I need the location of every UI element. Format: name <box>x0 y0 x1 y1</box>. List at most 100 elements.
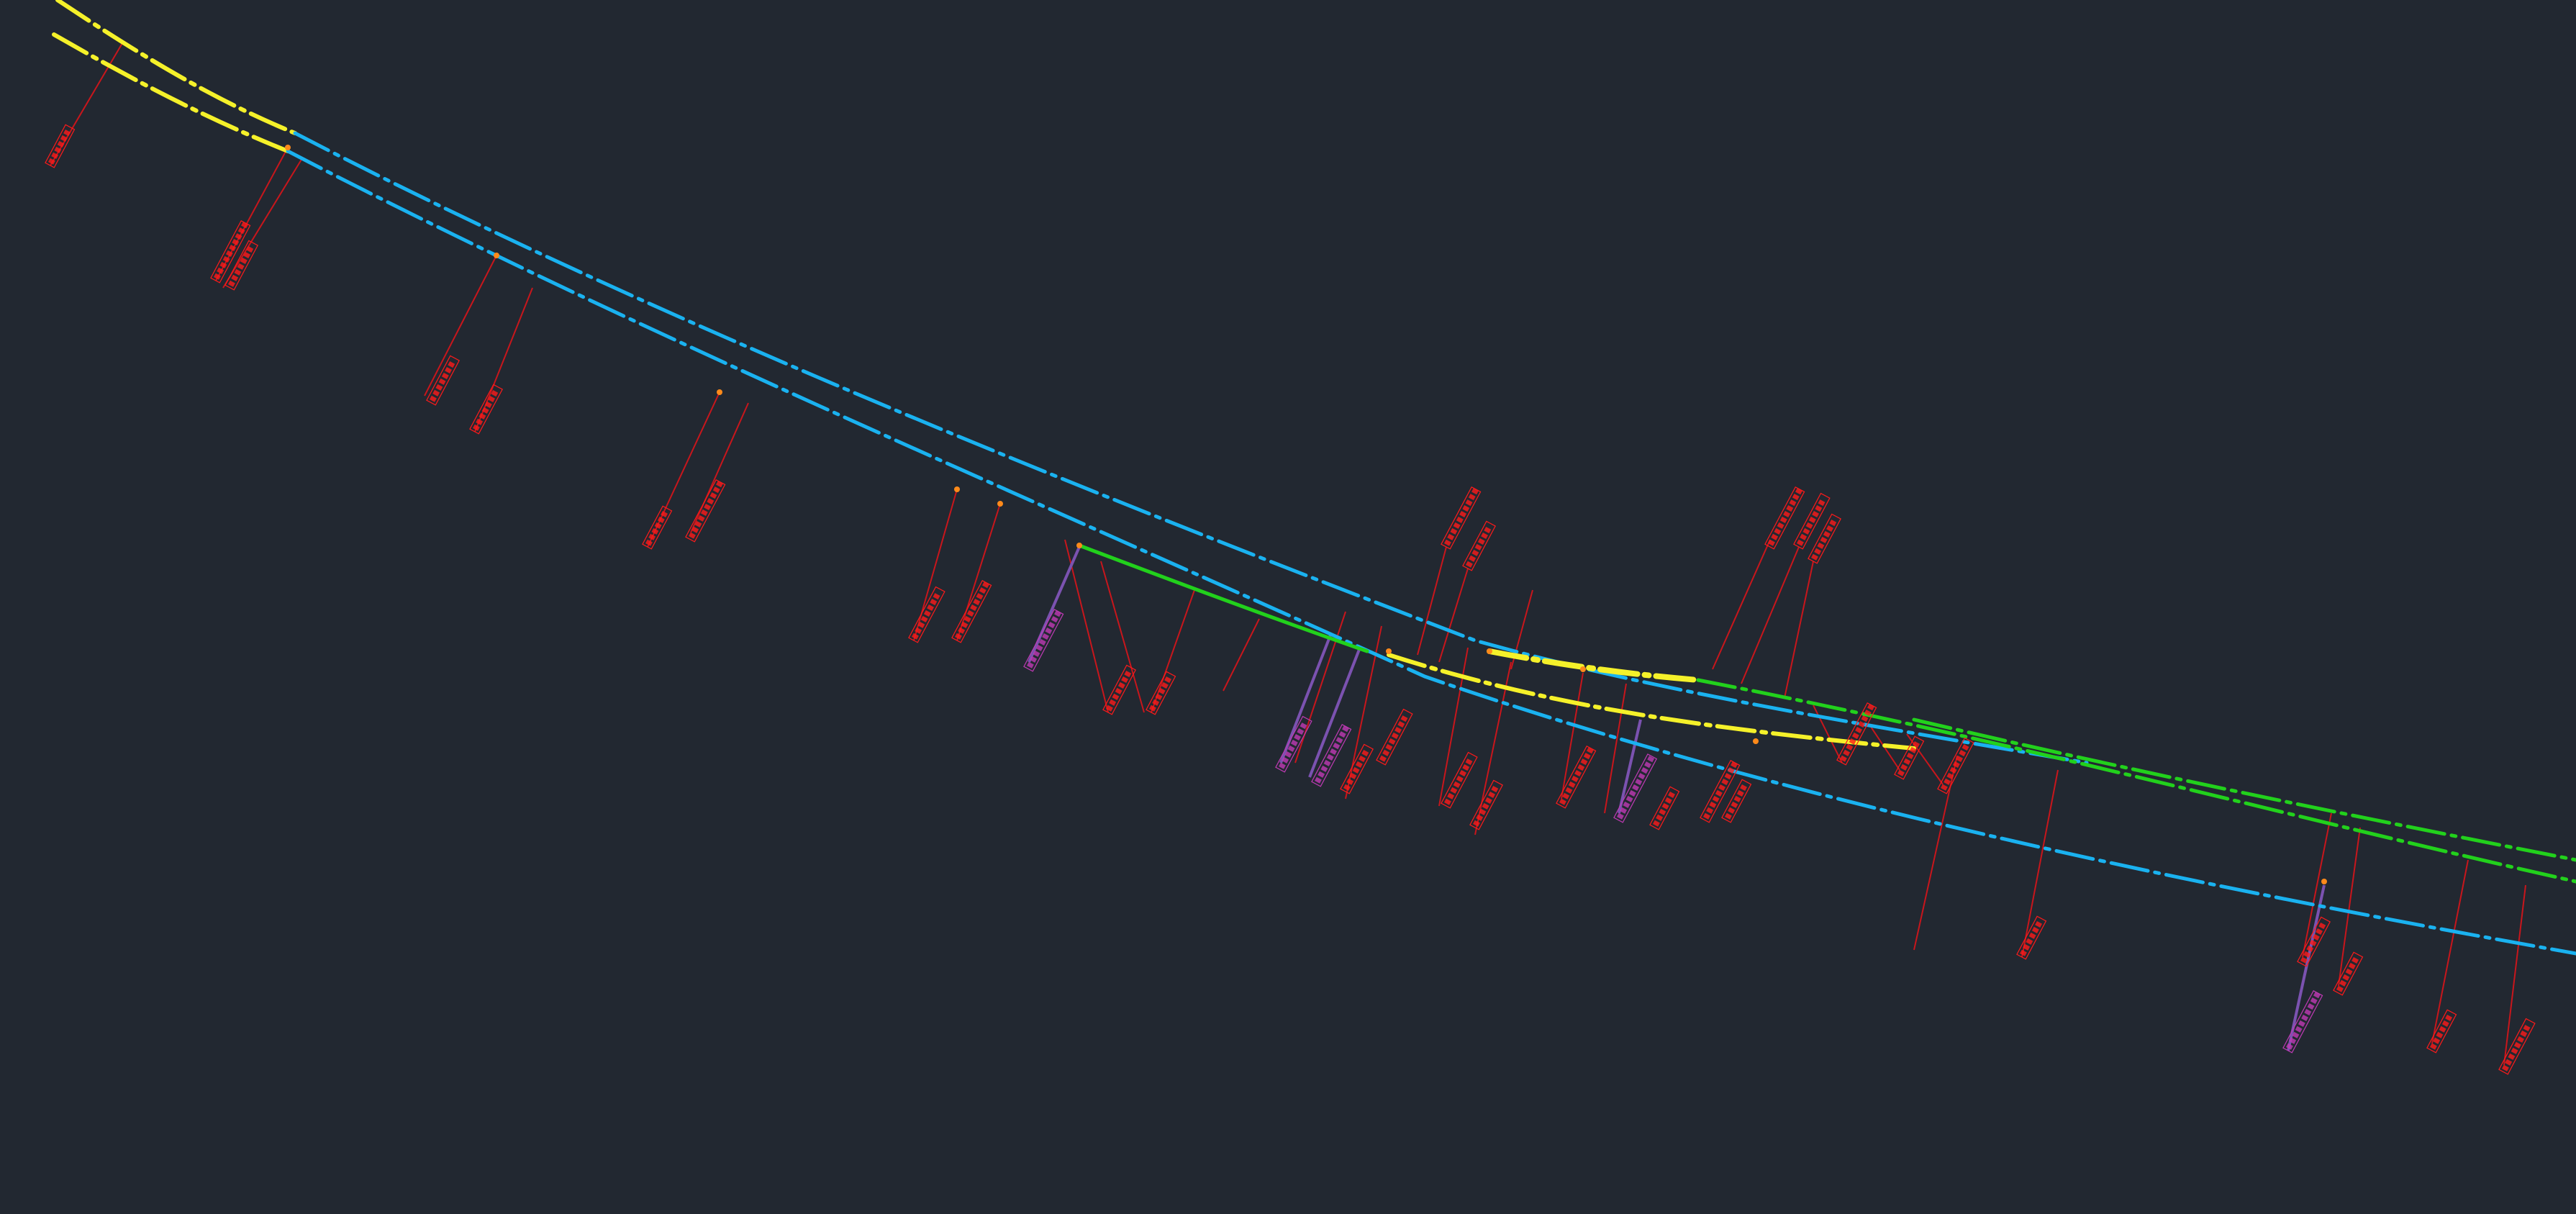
annotation-tag <box>1764 486 1805 550</box>
annotation-glyph <box>1471 549 1479 556</box>
annotation-glyph <box>1668 791 1676 799</box>
annotation-tag <box>1469 779 1503 830</box>
annotation-glyph <box>241 222 248 229</box>
annotation-glyph <box>1812 510 1820 518</box>
annotation-glyph <box>1453 781 1461 788</box>
annotation-glyph <box>1333 743 1341 750</box>
annotation-glyph <box>2312 933 2320 941</box>
annotation-glyph <box>716 481 723 488</box>
annotation-tag-box <box>951 579 992 643</box>
annotation-glyph <box>54 146 62 153</box>
annotation-glyph <box>1861 715 1869 722</box>
annotation-glyph <box>1727 767 1735 774</box>
label-group <box>45 124 2536 1075</box>
annotation-glyph <box>2336 985 2344 992</box>
annotation-glyph <box>1706 807 1714 814</box>
annotation-glyph <box>1952 761 1960 768</box>
annotation-tag-box <box>1462 520 1496 571</box>
annotation-glyph <box>1635 779 1643 786</box>
annotation-glyph <box>1465 561 1473 568</box>
annotation-glyph <box>1858 721 1866 728</box>
annotation-glyph <box>2345 968 2353 975</box>
leader-line <box>1906 733 1944 785</box>
annotation-tag <box>1894 735 1925 780</box>
annotation-glyph <box>1117 681 1125 689</box>
annotation-tag-box <box>45 124 76 168</box>
annotation-glyph <box>694 520 702 527</box>
annotation-glyph <box>2511 1047 2518 1054</box>
annotation-glyph <box>237 263 245 270</box>
annotation-glyph <box>1559 798 1566 805</box>
annotation-glyph <box>1909 746 1917 753</box>
annotation-glyph <box>243 251 251 259</box>
annotation-glyph <box>2028 932 2036 939</box>
annotation-tag <box>1023 608 1064 672</box>
annotation-glyph <box>234 268 242 276</box>
annotation-glyph <box>1810 553 1818 561</box>
annotation-glyph <box>1462 764 1470 771</box>
purple-leader-line <box>1618 719 1642 814</box>
annotation-tag <box>1793 492 1831 550</box>
annotation-glyph <box>1385 743 1393 751</box>
annotation-glyph <box>1944 778 1951 785</box>
annotation-glyph <box>1459 769 1467 777</box>
annotation-glyph <box>2301 1014 2309 1022</box>
annotation-tag-box <box>1613 753 1658 823</box>
annotation-glyph <box>2520 1030 2528 1038</box>
annotation-glyph <box>1789 499 1797 507</box>
annotation-tag <box>1462 520 1496 571</box>
annotation-glyph <box>1956 755 1964 763</box>
annotation-glyph <box>488 395 496 403</box>
annotation-tag <box>1376 708 1413 766</box>
annotation-tag <box>685 479 726 543</box>
leader-line <box>222 158 303 289</box>
annotation-glyph <box>1656 814 1664 821</box>
yellow-line-mid <box>1487 648 1701 683</box>
annotation-glyph <box>2441 1020 2449 1027</box>
leader-line <box>2338 827 2361 987</box>
annotation-glyph <box>2019 949 2027 956</box>
annotation-tag <box>2016 915 2047 960</box>
annotation-tag <box>1937 737 1974 794</box>
annotation-glyph <box>1625 795 1633 802</box>
annotation-glyph <box>1731 801 1738 808</box>
annotation-glyph <box>1450 527 1458 535</box>
annotation-tag <box>469 384 503 435</box>
annotation-glyph <box>1802 527 1810 535</box>
annotation-tag <box>1441 751 1478 809</box>
annotation-glyph <box>976 593 984 600</box>
annotation-glyph <box>958 627 966 634</box>
annotation-glyph <box>217 267 225 274</box>
annotation-glyph <box>2339 979 2347 987</box>
annotation-glyph <box>704 503 712 511</box>
annotation-glyph <box>654 522 662 529</box>
annotation-glyph <box>1740 784 1748 792</box>
annotation-glyph <box>1491 786 1499 793</box>
annotation-glyph <box>2031 926 2039 933</box>
annotation-glyph <box>1443 539 1451 546</box>
annotation-glyph <box>1864 710 1872 717</box>
annotation-glyph <box>1297 728 1305 735</box>
annotation-glyph <box>1105 705 1113 712</box>
annotation-tag-box <box>908 586 945 643</box>
green-line-short <box>1077 543 1369 653</box>
annotation-glyph <box>2292 1031 2300 1038</box>
annotation-glyph <box>1155 693 1163 700</box>
annotation-glyph <box>2517 1036 2525 1043</box>
annotation-glyph <box>2307 1003 2315 1010</box>
annotation-glyph <box>1045 628 1053 635</box>
annotation-glyph <box>661 510 668 518</box>
purple-leader-line <box>1028 546 1081 663</box>
annotation-tag <box>1146 671 1176 715</box>
annotation-glyph <box>1715 789 1723 797</box>
leader-line <box>1474 661 1512 835</box>
annotation-glyph <box>2523 1025 2531 1032</box>
annotation-glyph <box>1026 661 1034 669</box>
leader-line <box>1151 589 1195 713</box>
cyan-line-lower <box>286 149 2576 956</box>
annotation-tag-box <box>2426 1009 2457 1054</box>
annotation-glyph <box>1161 681 1169 689</box>
node-marker <box>2321 879 2327 884</box>
annotation-glyph <box>1352 766 1360 774</box>
annotation-glyph <box>1290 739 1298 746</box>
